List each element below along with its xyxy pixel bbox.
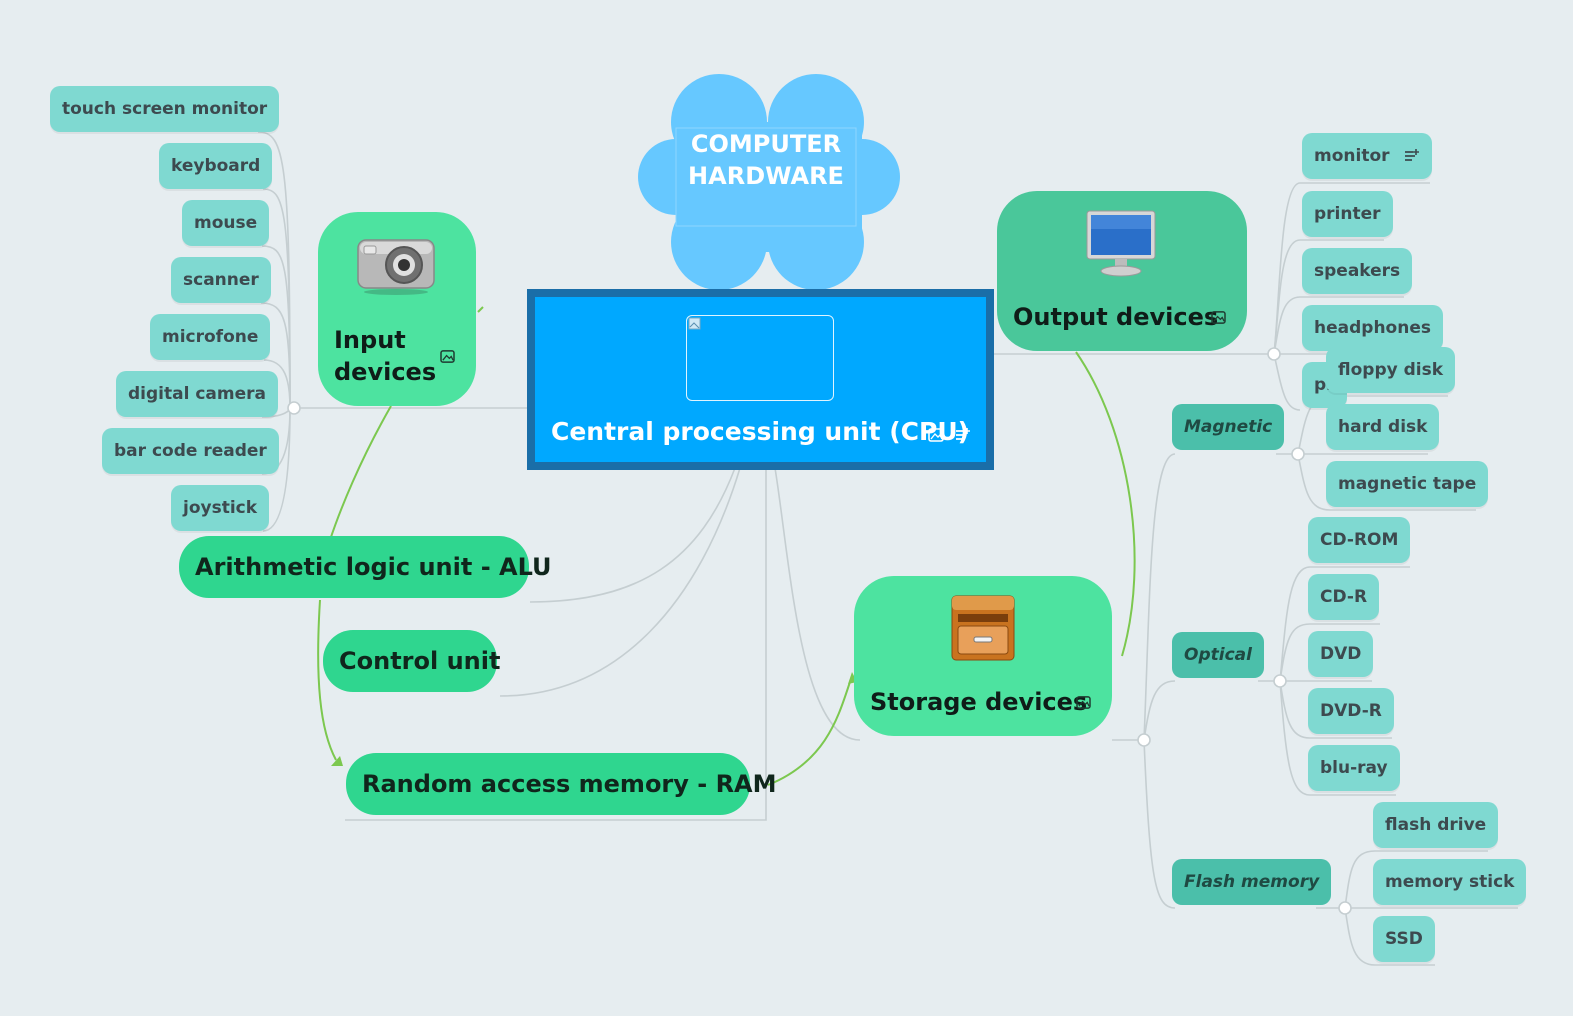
leaf-speakers[interactable]: speakers <box>1302 248 1413 294</box>
leaf-microfone[interactable]: microfone <box>150 314 271 360</box>
leaf-label: mouse <box>194 213 258 233</box>
leaf-monitor[interactable]: monitor <box>1302 133 1432 179</box>
map-title-line-2: HARDWARE <box>688 162 844 190</box>
leaf-label: speakers <box>1314 261 1401 281</box>
leaf-joystick[interactable]: joystick <box>171 485 270 531</box>
camera-icon <box>357 239 435 295</box>
leaf-label: DVD-R <box>1320 701 1382 721</box>
leaf-hard-disk[interactable]: hard disk <box>1326 404 1440 450</box>
leaf-mouse[interactable]: mouse <box>182 200 270 246</box>
note-icon[interactable] <box>1404 148 1420 164</box>
leaf-label: printer <box>1314 204 1381 224</box>
leaf-scanner[interactable]: scanner <box>171 257 271 303</box>
leaf-blu-ray[interactable]: blu-ray <box>1308 745 1400 791</box>
output-devices-node[interactable]: Output devices <box>997 191 1247 351</box>
leaf-label: microfone <box>162 327 259 347</box>
leaf-keyboard[interactable]: keyboard <box>159 143 273 189</box>
leaf-label: joystick <box>183 498 258 518</box>
ram-label: Random access memory - RAM <box>362 770 777 798</box>
input-devices-node[interactable]: Input devices <box>318 212 476 406</box>
leaf-label: scanner <box>183 270 259 290</box>
leaf-memory-stick[interactable]: memory stick <box>1373 859 1527 905</box>
category-label: Magnetic <box>1184 417 1273 437</box>
category-flash-memory[interactable]: Flash memory <box>1172 859 1332 905</box>
map-title[interactable]: COMPUTER HARDWARE <box>676 128 856 226</box>
ram-node[interactable]: Random access memory - RAM <box>346 753 777 815</box>
leaf-label: CD-R <box>1320 587 1368 607</box>
leaf-label: keyboard <box>171 156 261 176</box>
image-icon[interactable] <box>928 428 944 442</box>
leaf-digital-camera[interactable]: digital camera <box>116 371 278 417</box>
leaf-headphones[interactable]: headphones <box>1302 305 1443 351</box>
leaf-printer[interactable]: printer <box>1302 191 1393 237</box>
leaf-label: digital camera <box>128 384 266 404</box>
alu-label: Arithmetic logic unit - ALU <box>195 553 552 581</box>
leaf-touch-screen-monitor[interactable]: touch screen monitor <box>50 86 280 132</box>
leaf-dvd-r[interactable]: DVD-R <box>1308 688 1394 734</box>
leaf-floppy-disk[interactable]: floppy disk <box>1326 347 1456 393</box>
note-icon[interactable] <box>955 427 971 443</box>
input-devices-line-2: devices <box>334 358 437 386</box>
leaf-label: SSD <box>1385 929 1423 949</box>
storage-devices-label: Storage devices <box>870 688 1088 716</box>
control-unit-label: Control unit <box>339 647 501 675</box>
category-label: Optical <box>1184 645 1252 665</box>
leaf-cd-rom[interactable]: CD-ROM <box>1308 517 1411 563</box>
leaf-label: CD-ROM <box>1320 530 1399 550</box>
monitor-icon <box>1086 210 1156 277</box>
leaf-label: monitor <box>1314 146 1390 166</box>
image-icon[interactable] <box>440 350 455 363</box>
image-icon[interactable] <box>1211 311 1226 324</box>
leaf-ssd[interactable]: SSD <box>1373 916 1435 962</box>
leaf-label: floppy disk <box>1338 360 1444 380</box>
output-devices-label: Output devices <box>1013 303 1219 331</box>
leaf-label: headphones <box>1314 318 1431 338</box>
filing-cabinet-icon <box>951 595 1015 661</box>
cloud-shape <box>638 74 900 290</box>
map-title-line-1: COMPUTER <box>690 130 842 158</box>
alu-node[interactable]: Arithmetic logic unit - ALU <box>179 536 552 598</box>
leaf-label: flash drive <box>1385 815 1487 835</box>
cpu-label: Central processing unit (CPU) <box>551 417 970 446</box>
category-label: Flash memory <box>1184 872 1320 892</box>
broken-image-icon <box>686 315 834 401</box>
leaf-label: bar code reader <box>114 441 267 461</box>
leaf-label: blu-ray <box>1320 758 1388 778</box>
leaf-bar-code-reader[interactable]: bar code reader <box>102 428 279 474</box>
leaf-label: magnetic tape <box>1338 474 1477 494</box>
leaf-flash-drive[interactable]: flash drive <box>1373 802 1499 848</box>
input-devices-line-1: Input <box>334 326 406 354</box>
leaf-label: hard disk <box>1338 417 1428 437</box>
leaf-label: DVD <box>1320 644 1362 664</box>
control-unit-node[interactable]: Control unit <box>323 630 501 692</box>
leaf-magnetic-tape[interactable]: magnetic tape <box>1326 461 1489 507</box>
cpu-node[interactable]: Central processing unit (CPU) <box>527 289 994 470</box>
leaf-cd-r[interactable]: CD-R <box>1308 574 1380 620</box>
category-magnetic[interactable]: Magnetic <box>1172 404 1285 450</box>
category-optical[interactable]: Optical <box>1172 632 1264 678</box>
leaf-label: touch screen monitor <box>62 99 268 119</box>
input-devices-label: Input devices <box>334 324 436 388</box>
leaf-dvd[interactable]: DVD <box>1308 631 1374 677</box>
storage-devices-node[interactable]: Storage devices <box>854 576 1112 736</box>
image-icon[interactable] <box>1076 696 1091 709</box>
leaf-label: memory stick <box>1385 872 1515 892</box>
